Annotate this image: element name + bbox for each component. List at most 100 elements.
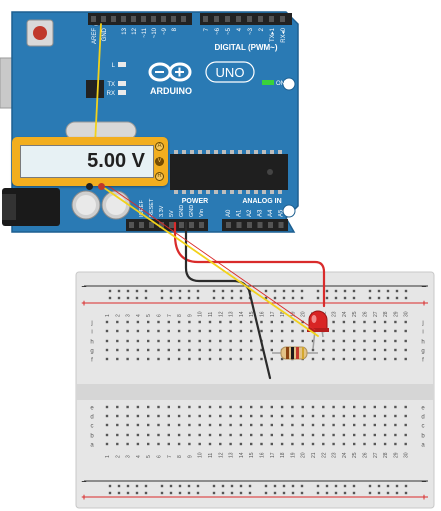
breadboard-hole[interactable] [198, 442, 201, 446]
breadboard-hole[interactable] [147, 442, 150, 446]
breadboard-hole[interactable] [291, 433, 294, 437]
header-pin-hole[interactable] [203, 16, 208, 22]
header-pin-hole[interactable] [268, 222, 273, 228]
breadboard-hole[interactable] [105, 423, 109, 427]
breadboard-hole[interactable] [126, 320, 129, 324]
breadboard-hole[interactable] [157, 320, 160, 324]
top-header-holes[interactable] [91, 16, 285, 22]
breadboard-hole[interactable] [219, 433, 222, 437]
breadboard-hole[interactable] [404, 348, 407, 352]
breadboard-hole[interactable] [116, 423, 119, 427]
breadboard-hole[interactable] [353, 423, 356, 427]
rail-hole[interactable] [135, 484, 139, 488]
breadboard-hole[interactable] [229, 405, 232, 409]
breadboard-hole[interactable] [342, 442, 346, 446]
breadboard-hole[interactable] [126, 433, 129, 437]
breadboard-hole[interactable] [383, 357, 387, 361]
header-pin-hole[interactable] [179, 222, 184, 228]
breadboard-hole[interactable] [136, 423, 140, 427]
breadboard-hole[interactable] [198, 339, 201, 343]
rail-hole[interactable] [386, 491, 390, 495]
rail-hole[interactable] [343, 296, 347, 300]
breadboard-hole[interactable] [260, 405, 263, 409]
rail-hole[interactable] [282, 296, 286, 300]
breadboard-hole[interactable] [198, 320, 201, 324]
mode-volts-button[interactable]: V [155, 157, 164, 166]
rail-hole[interactable] [169, 296, 173, 300]
breadboard-hole[interactable] [147, 348, 150, 352]
breadboard-hole[interactable] [291, 329, 294, 333]
breadboard-hole[interactable] [250, 405, 253, 409]
rail-hole[interactable] [230, 296, 234, 300]
rail-hole[interactable] [325, 289, 329, 293]
header-pin-hole[interactable] [278, 222, 284, 228]
breadboard-hole[interactable] [280, 433, 284, 437]
breadboard-hole[interactable] [136, 348, 140, 352]
breadboard-hole[interactable] [383, 405, 387, 409]
rail-hole[interactable] [386, 296, 390, 300]
breadboard-hole[interactable] [260, 433, 263, 437]
breadboard-hole[interactable] [105, 348, 109, 352]
breadboard-holes[interactable] [105, 289, 408, 495]
breadboard-hole[interactable] [188, 320, 191, 324]
rail-hole[interactable] [160, 491, 164, 495]
rail-hole[interactable] [108, 484, 112, 488]
breadboard-hole[interactable] [332, 433, 335, 437]
breadboard-hole[interactable] [167, 433, 170, 437]
breadboard-hole[interactable] [157, 405, 160, 409]
breadboard-hole[interactable] [136, 320, 140, 324]
rail-hole[interactable] [178, 484, 182, 488]
breadboard-hole[interactable] [147, 329, 150, 333]
breadboard-hole[interactable] [383, 339, 387, 343]
breadboard-hole[interactable] [280, 329, 284, 333]
rail-hole[interactable] [126, 296, 130, 300]
breadboard-hole[interactable] [126, 405, 129, 409]
breadboard-hole[interactable] [311, 414, 315, 418]
breadboard-hole[interactable] [208, 320, 212, 324]
breadboard-hole[interactable] [250, 423, 253, 427]
header-pin-hole[interactable] [181, 16, 186, 22]
breadboard-hole[interactable] [219, 320, 222, 324]
header-pin-hole[interactable] [141, 16, 146, 22]
breadboard-hole[interactable] [208, 329, 212, 333]
breadboard-hole[interactable] [250, 357, 253, 361]
rail-hole[interactable] [144, 491, 148, 495]
rail-hole[interactable] [300, 296, 304, 300]
breadboard-hole[interactable] [167, 320, 170, 324]
rail-hole[interactable] [196, 484, 200, 488]
breadboard-hole[interactable] [301, 405, 304, 409]
breadboard-hole[interactable] [270, 357, 273, 361]
breadboard-hole[interactable] [373, 320, 376, 324]
breadboard-hole[interactable] [363, 348, 366, 352]
rail-hole[interactable] [300, 491, 304, 495]
rail-hole[interactable] [160, 289, 164, 293]
breadboard-hole[interactable] [208, 339, 212, 343]
breadboard-hole[interactable] [147, 423, 150, 427]
breadboard-hole[interactable] [198, 357, 201, 361]
rail-hole[interactable] [126, 491, 130, 495]
rail-hole[interactable] [178, 296, 182, 300]
rail-hole[interactable] [273, 289, 277, 293]
breadboard-hole[interactable] [219, 414, 222, 418]
rail-hole[interactable] [230, 484, 234, 488]
breadboard-hole[interactable] [239, 329, 243, 333]
breadboard-hole[interactable] [157, 442, 160, 446]
rail-hole[interactable] [395, 491, 399, 495]
rail-hole[interactable] [239, 296, 243, 300]
rail-hole[interactable] [404, 296, 408, 300]
breadboard-hole[interactable] [229, 320, 232, 324]
rail-hole[interactable] [135, 289, 139, 293]
breadboard-hole[interactable] [353, 320, 356, 324]
rail-hole[interactable] [300, 484, 304, 488]
breadboard-hole[interactable] [332, 348, 335, 352]
rail-hole[interactable] [377, 491, 381, 495]
rail-hole[interactable] [368, 491, 372, 495]
multimeter-probe-terminal-red[interactable] [98, 183, 105, 190]
breadboard-hole[interactable] [177, 348, 181, 352]
rail-hole[interactable] [239, 491, 243, 495]
breadboard-hole[interactable] [188, 357, 191, 361]
breadboard-hole[interactable] [260, 423, 263, 427]
rail-hole[interactable] [273, 296, 277, 300]
breadboard-hole[interactable] [291, 414, 294, 418]
